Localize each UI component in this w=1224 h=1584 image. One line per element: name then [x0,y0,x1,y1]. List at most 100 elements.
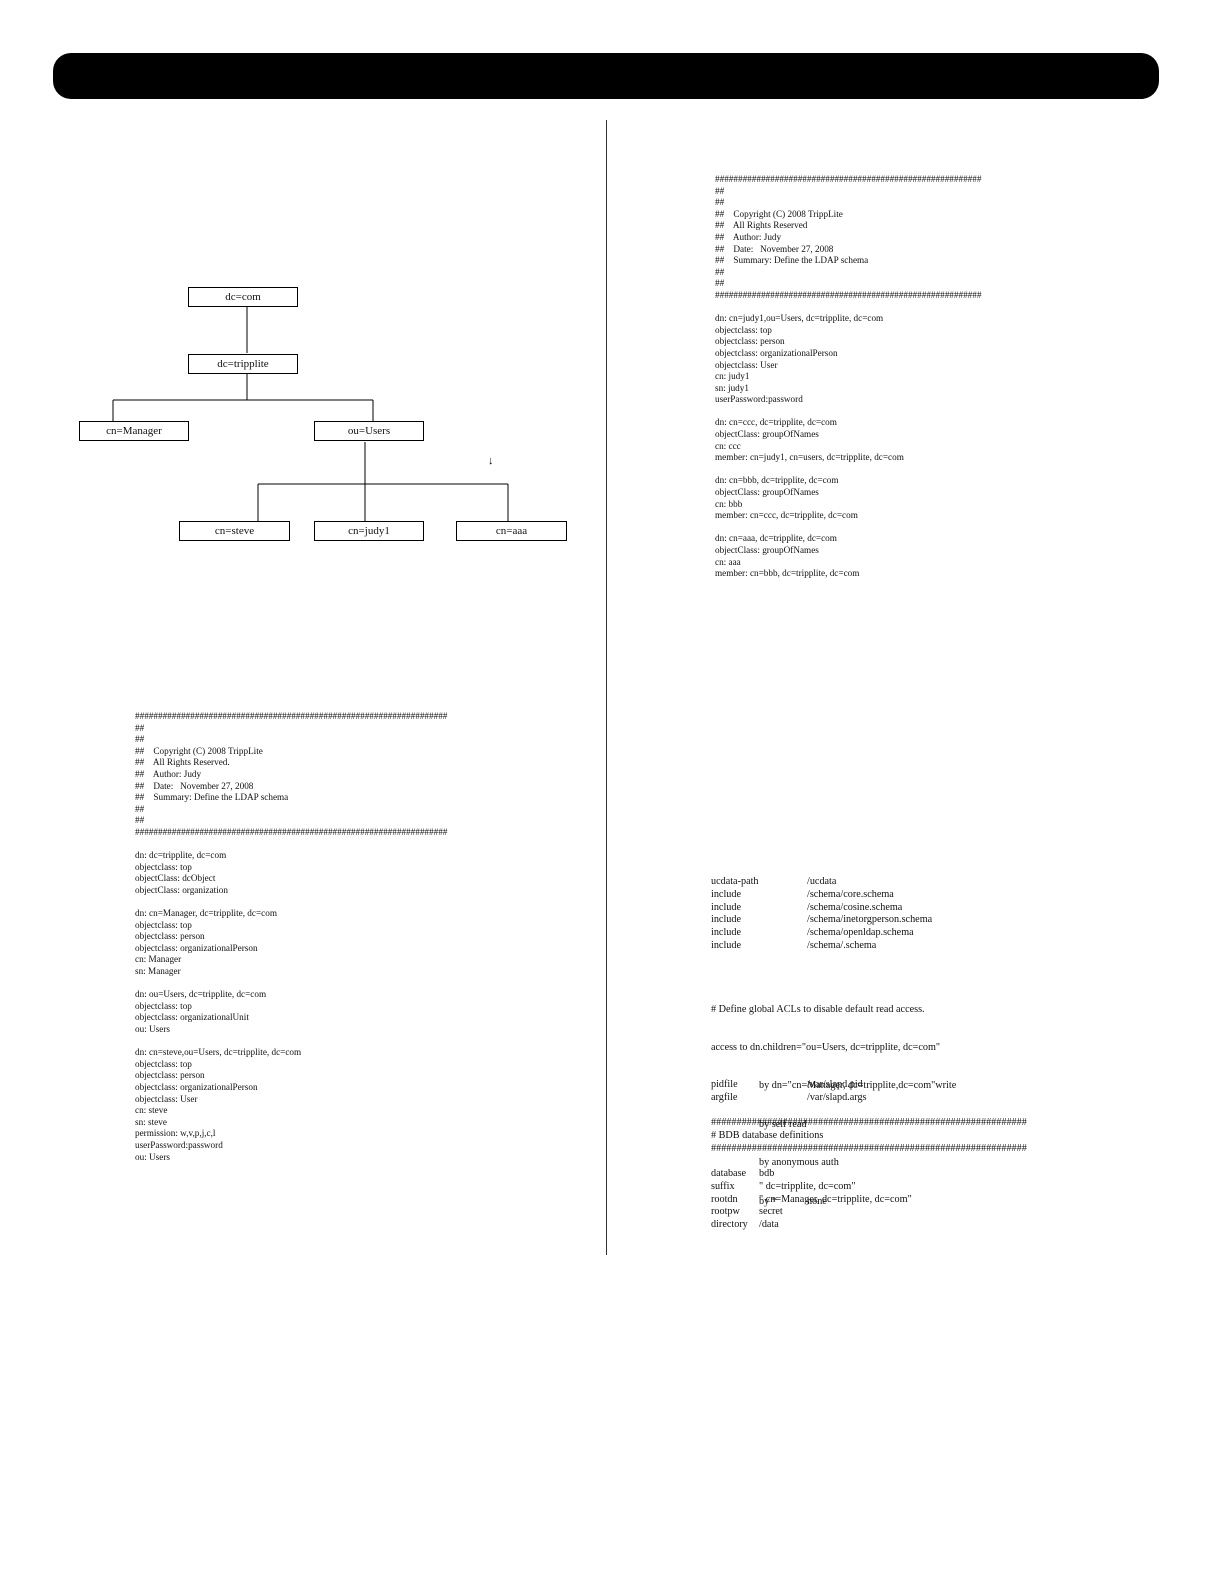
ldif-right-line: cn: bbb [715,498,743,509]
slapd-db-value: " cn=Manager, dc=tripplite, dc=com" [759,1193,912,1205]
slapd-include-row: include/schema/openldap.schema [711,927,1011,940]
slapd-include-value: /schema/.schema [807,939,877,951]
ldif-left-line: ########################################… [135,711,448,721]
ldif-code-block-right: ########################################… [715,174,981,580]
slapd-file-value: /var/slapd.pid [807,1079,863,1090]
page-header-bar [53,53,1159,99]
slapd-db-value: secret [759,1206,783,1218]
slapd-include-key: ucdata-path [711,876,759,887]
slapd-db-row: directory/data [711,1219,1011,1232]
slapd-db-key: directory [711,1219,748,1231]
ldif-left-line: dn: cn=Manager, dc=tripplite, dc=com [135,908,277,919]
ldif-right-line: ## Summary: Define the LDAP schema [715,255,869,266]
slapd-db-value: " dc=tripplite, dc=com" [759,1180,856,1192]
slapd-db-header-line: # BDB database definitions [711,1129,824,1141]
slapd-file-key: pidfile [711,1079,738,1090]
ldif-left-line: sn: steve [135,1116,167,1127]
slapd-include-value: /schema/openldap.schema [807,927,914,939]
ldif-right-line: member: cn=judy1, cn=users, dc=tripplite… [715,452,904,463]
slapd-include-key: include [711,901,741,913]
ldif-left-line: objectclass: person [135,1070,205,1081]
slapd-file-row: pidfile/var/slapd.pid [711,1079,1011,1092]
ldif-right-line: member: cn=bbb, dc=tripplite, dc=com [715,568,860,579]
ldif-right-line: ## [715,278,725,289]
ldif-right-line [715,406,981,418]
ldif-right-line: cn: judy1 [715,371,750,382]
ldif-left-line: cn: steve [135,1105,168,1116]
slapd-include-row: include/schema/cosine.schema [711,902,1011,915]
ldif-left-line [135,839,447,851]
slapd-include-row: include/schema/core.schema [711,889,1011,902]
ldif-left-line: objectClass: organization [135,884,228,895]
ldif-right-line: sn: judy1 [715,382,749,393]
ldif-left-line [135,897,447,909]
acl-by-all-key: by * [759,1195,777,1207]
ldif-left-line: dn: cn=steve,ou=Users, dc=tripplite, dc=… [135,1047,302,1058]
slapd-db-header-line: ########################################… [711,1117,1027,1128]
ldif-right-line: dn: cn=aaa, dc=tripplite, dc=com [715,533,837,544]
slapd-file-row: argfile/var/slapd.args [711,1092,1011,1105]
ldif-left-line: objectclass: person [135,931,205,942]
ldif-left-line: permission: w,v,p,j,c,l [135,1128,216,1139]
slapd-include-key: include [711,914,741,926]
ldif-left-line: objectclass: organizationalUnit [135,1012,249,1023]
slapd-include-row: include/schema/inetorgperson.schema [711,914,1011,927]
slapd-include-value: /schema/cosine.schema [807,901,903,913]
slapd-include-key: include [711,888,741,900]
ldif-left-line: objectclass: organizationalPerson [135,1082,258,1092]
ldif-right-line: objectclass: top [715,324,772,335]
ldif-right-line: objectClass: groupOfNames [715,545,819,555]
ldif-right-line: dn: cn=bbb, dc=tripplite, dc=com [715,475,839,486]
ldif-left-line: ## Author: Judy [135,768,202,779]
ldif-right-line: objectclass: organizationalPerson [715,347,838,358]
ldif-left-line: objectclass: top [135,1058,192,1069]
ldif-left-line: ou: Users [135,1024,170,1035]
acl-by-manager: by dn="cn=Manager, dc=tripplite,dc=com"w… [759,1080,957,1092]
slapd-db-row: suffix " dc=tripplite, dc=com" [711,1181,1011,1194]
ldif-left-line: ########################################… [135,826,448,837]
ldif-right-line [715,522,981,534]
ldif-right-line: ## All Rights Reserved [715,220,808,231]
acl-by-all-value: none [807,1195,827,1207]
ldif-right-line [715,302,981,314]
ldif-right-line: ## [715,185,725,196]
slapd-db-row: rootdn" cn=Manager, dc=tripplite, dc=com… [711,1194,1011,1207]
ldif-left-line: objectclass: top [135,1000,192,1011]
ldif-right-line: member: cn=ccc, dc=tripplite, dc=com [715,510,858,521]
ldif-left-line [135,978,447,990]
slapd-db-value: bdb [759,1168,775,1179]
ldif-right-line: cn: ccc [715,440,741,451]
tree-node-ou-users: ou=Users [314,421,424,441]
ldif-right-line: ## [715,197,725,208]
acl-comment: # Define global ACLs to disable default … [711,1003,925,1015]
ldif-left-line: ## [135,803,145,814]
acl-by-anonymous: by anonymous auth [759,1157,839,1169]
ldif-right-line: objectClass: groupOfNames [715,487,819,498]
ldif-left-line: ## [135,815,145,826]
ldif-right-line: ## [715,266,725,277]
ldif-right-line: ########################################… [715,289,982,300]
acl-by-self: by self read [759,1118,807,1130]
tree-node-cn-steve: cn=steve [179,521,290,541]
ldif-code-block-left: ########################################… [135,711,447,1163]
ldif-left-line: ## Summary: Define the LDAP schema [135,792,289,803]
ldif-left-line: objectclass: top [135,919,192,930]
ldif-left-line: objectclass: top [135,861,192,872]
ldif-left-line [135,1036,447,1048]
slapd-include-key: include [711,939,741,951]
cursor-mark: ↓ [488,455,494,467]
ldap-tree-diagram: dc=com dc=tripplite cn=Manager ou=Users … [0,0,606,600]
ldif-right-line: ## Copyright (C) 2008 TrippLite [715,208,843,219]
slapd-db-value: /data [759,1219,779,1231]
ldif-left-line: ## [135,722,145,733]
ldif-left-line: userPassword:password [135,1139,223,1150]
column-divider [606,120,607,1255]
slapd-db-key: rootpw [711,1206,740,1218]
slapd-include-row: include/schema/.schema [711,940,1011,953]
slapd-db-key: suffix [711,1180,735,1192]
ldif-right-line: objectclass: User [715,359,778,370]
ldif-left-line: dn: ou=Users, dc=tripplite, dc=com [135,989,267,1000]
